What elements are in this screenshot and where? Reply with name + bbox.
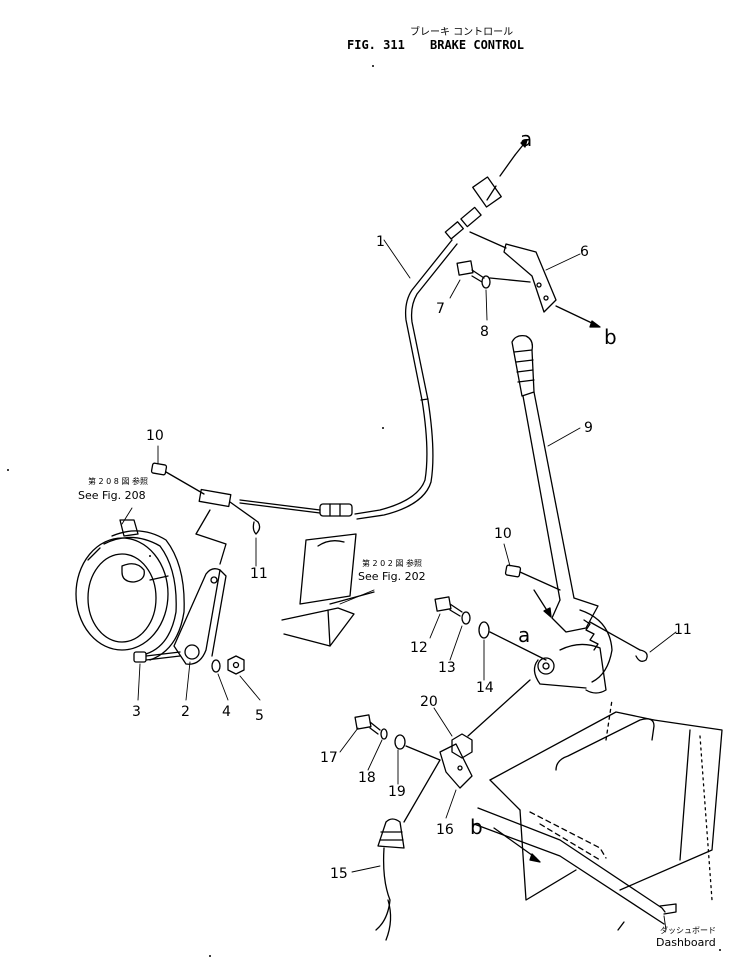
lock-washer-part-13 xyxy=(461,611,471,625)
callout-2: 2 xyxy=(181,704,190,720)
callout-20: 20 xyxy=(420,694,438,710)
brake-drum xyxy=(75,519,185,661)
callout-numbers: 1 2 3 4 5 6 7 8 9 10 10 11 11 12 13 14 1… xyxy=(132,234,692,882)
switch-bracket-part-16 xyxy=(439,743,473,789)
reference-notes: 第 2 0 8 図 参照 See Fig. 208 第 2 0 2 図 参照 S… xyxy=(78,476,716,949)
arrow-to-a-lower xyxy=(533,589,549,613)
arrow-to-b-lower xyxy=(493,827,537,859)
ref-fig202: See Fig. 202 xyxy=(358,570,426,583)
dashboard-label-jp: ダッシュボード xyxy=(660,925,716,935)
callout-5: 5 xyxy=(255,708,264,724)
washer-part-14 xyxy=(478,621,490,639)
ref-fig202-jp: 第 2 0 2 図 参照 xyxy=(362,558,422,568)
dashboard-panel xyxy=(473,699,723,925)
pin-part-10-left xyxy=(150,462,205,495)
arrow-to-b-top xyxy=(555,305,597,326)
callout-4: 4 xyxy=(222,704,231,720)
callout-3: 3 xyxy=(132,704,141,720)
bolt-part-7 xyxy=(456,260,485,283)
callout-12: 12 xyxy=(410,640,428,656)
pin-part-10-right xyxy=(504,564,561,591)
callout-9: 9 xyxy=(584,420,593,436)
callout-7: 7 xyxy=(436,301,445,317)
washer-part-4 xyxy=(211,659,221,673)
callout-6: 6 xyxy=(580,244,589,260)
bracket-part-6 xyxy=(469,231,557,313)
bolt-part-12 xyxy=(434,596,463,617)
connector-a-top: a xyxy=(520,127,532,151)
figure-number: FIG. 311 xyxy=(347,38,405,52)
washer-part-8 xyxy=(481,275,491,289)
connector-b-top: b xyxy=(604,325,617,349)
bolt-part-3 xyxy=(133,651,181,663)
arrow-head-b-lower xyxy=(529,853,541,863)
ref-fig208: See Fig. 208 xyxy=(78,489,146,502)
arrow-head-a-lower xyxy=(543,607,552,618)
nut-part-20 xyxy=(451,679,531,759)
floor-plate xyxy=(281,533,375,647)
callout-11-left: 11 xyxy=(250,566,268,582)
callout-15: 15 xyxy=(330,866,348,882)
japanese-title: ブレーキ コントロール xyxy=(410,25,513,38)
cotter-pin-part-11-left xyxy=(252,521,261,535)
callout-11-right: 11 xyxy=(674,622,692,638)
connector-a-lower: a xyxy=(518,623,530,647)
dashboard-label: Dashboard xyxy=(656,936,716,949)
brake-cable xyxy=(198,154,516,520)
ref-fig208-jp: 第 2 0 8 図 参照 xyxy=(88,476,148,486)
callout-10-right: 10 xyxy=(494,526,512,542)
callout-8: 8 xyxy=(480,324,489,340)
brake-arm-part-2 xyxy=(173,509,227,665)
callout-18: 18 xyxy=(358,770,376,786)
arrow-head-a-top xyxy=(520,139,528,148)
callout-17: 17 xyxy=(320,750,338,766)
nut-part-5 xyxy=(227,655,245,675)
lock-washer-part-18 xyxy=(380,728,388,740)
callout-16: 16 xyxy=(436,822,454,838)
callout-19: 19 xyxy=(388,784,406,800)
washer-part-19 xyxy=(394,734,406,750)
leader-lines xyxy=(121,239,677,931)
callout-14: 14 xyxy=(476,680,494,696)
callout-10-left: 10 xyxy=(146,428,164,444)
switch-part-15 xyxy=(375,759,441,941)
brake-lever-part-9 xyxy=(511,334,641,694)
callout-13: 13 xyxy=(438,660,456,676)
callout-1: 1 xyxy=(376,234,385,250)
cotter-pin-part-11-right xyxy=(635,649,648,662)
bolt-part-17 xyxy=(354,714,381,735)
figure-title: BRAKE CONTROL xyxy=(430,38,524,52)
scan-specks xyxy=(7,65,721,957)
connector-b-lower: b xyxy=(470,815,483,839)
arrow-head-b-top xyxy=(589,320,601,328)
connector-letters: a a b b xyxy=(470,127,617,839)
